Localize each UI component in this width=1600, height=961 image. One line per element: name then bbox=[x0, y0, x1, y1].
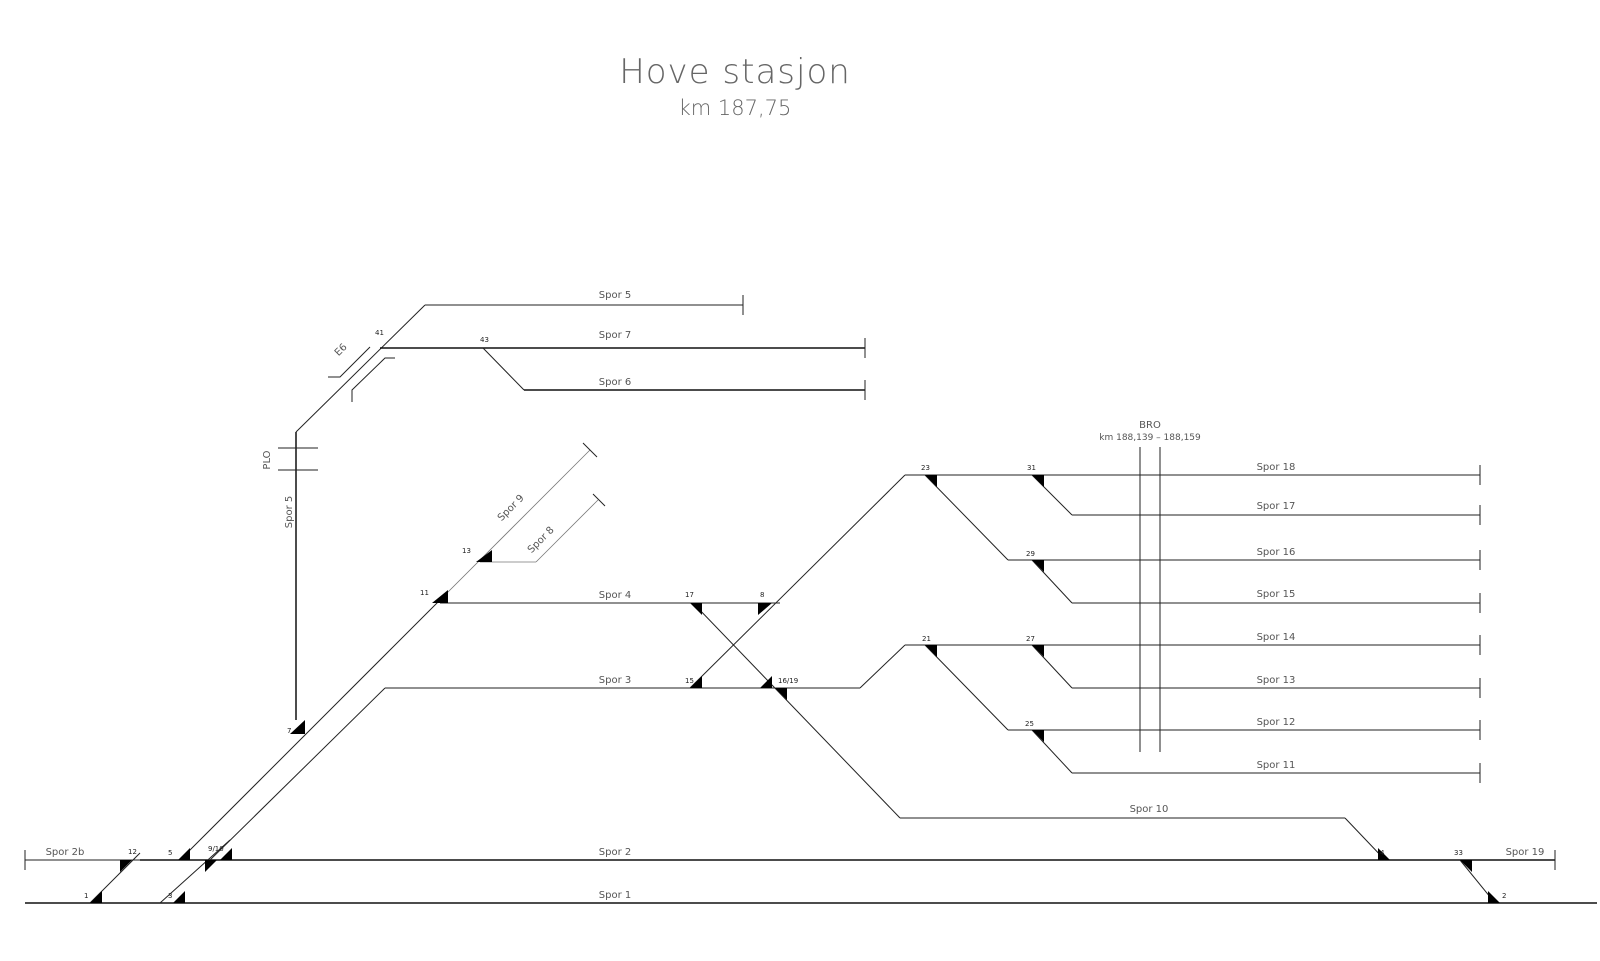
track-branch bbox=[924, 644, 1009, 731]
track-branch bbox=[1031, 474, 1073, 516]
buffer-stop bbox=[592, 493, 606, 507]
switch-number: 27 bbox=[1026, 635, 1035, 643]
label-spor-13: Spor 13 bbox=[1257, 675, 1296, 686]
label-spor-3: Spor 3 bbox=[599, 675, 631, 686]
switch-number: 3 bbox=[168, 892, 172, 900]
switch-number: 21 bbox=[922, 635, 931, 643]
label-bro: BRO bbox=[1139, 420, 1161, 431]
diagram-title: Hove stasjon bbox=[619, 52, 851, 92]
diagram-subtitle: km 187,75 bbox=[678, 96, 792, 120]
switch-number: 5 bbox=[168, 849, 172, 857]
label-spor-8: Spor 8 bbox=[526, 525, 557, 556]
switch-number: 7 bbox=[287, 727, 291, 735]
switch-number: 11 bbox=[420, 589, 429, 597]
track-branch bbox=[924, 474, 1009, 561]
switch-number: 4 bbox=[1380, 849, 1385, 857]
switch-number: 43 bbox=[480, 336, 489, 344]
label-spor-5-vertical: Spor 5 bbox=[284, 496, 295, 528]
label-spor-15: Spor 15 bbox=[1257, 589, 1296, 600]
track-spor-8 bbox=[535, 499, 599, 563]
label-spor-2b: Spor 2b bbox=[46, 847, 85, 858]
label-spor-1: Spor 1 bbox=[599, 890, 631, 901]
switch-markers bbox=[90, 475, 1500, 903]
track-diagonal-spor-4 bbox=[179, 599, 441, 861]
label-spor-10: Spor 10 bbox=[1130, 804, 1169, 815]
track-spor-5-diagonal bbox=[295, 304, 426, 433]
track-diagonal-up bbox=[689, 474, 906, 689]
switch-number: 16/19 bbox=[778, 677, 798, 685]
label-spor-5-top: Spor 5 bbox=[599, 290, 631, 301]
switch-number: 41 bbox=[375, 329, 384, 337]
switch-number: 13 bbox=[462, 547, 471, 555]
switch-number: 9/10 bbox=[208, 845, 224, 853]
label-spor-7: Spor 7 bbox=[599, 330, 631, 341]
label-spor-9: Spor 9 bbox=[496, 493, 527, 524]
label-spor-11: Spor 11 bbox=[1257, 760, 1296, 771]
label-spor-2: Spor 2 bbox=[599, 847, 631, 858]
track-branch bbox=[859, 644, 906, 689]
switch-number: 12 bbox=[128, 848, 137, 856]
e6-bridge bbox=[351, 357, 395, 402]
track-branch bbox=[1031, 729, 1073, 774]
switch-number: 29 bbox=[1026, 550, 1035, 558]
label-e6: E6 bbox=[333, 342, 350, 359]
label-spor-12: Spor 12 bbox=[1257, 717, 1296, 728]
track-spor-6-branch bbox=[482, 347, 525, 391]
label-spor-17: Spor 17 bbox=[1257, 501, 1296, 512]
label-spor-19: Spor 19 bbox=[1506, 847, 1545, 858]
switch-number: 25 bbox=[1025, 720, 1034, 728]
label-spor-4: Spor 4 bbox=[599, 590, 631, 601]
switch-number: 31 bbox=[1027, 464, 1036, 472]
switch-number: 23 bbox=[921, 464, 930, 472]
label-spor-6: Spor 6 bbox=[599, 377, 631, 388]
switch-number: 1 bbox=[84, 892, 88, 900]
track-spor-9 bbox=[439, 449, 591, 601]
switch-number: 33 bbox=[1454, 849, 1463, 857]
label-spor-18: Spor 18 bbox=[1257, 462, 1296, 473]
switch-number: 2 bbox=[1502, 892, 1506, 900]
label-spor-14: Spor 14 bbox=[1257, 632, 1296, 643]
track-diagonal-spor-3 bbox=[209, 687, 386, 861]
label-bro-km: km 188,139 – 188,159 bbox=[1099, 433, 1201, 443]
track-to-spor-10 bbox=[694, 604, 901, 819]
track-branch bbox=[1031, 644, 1073, 689]
switch-number: 17 bbox=[685, 591, 694, 599]
e6-bridge bbox=[328, 346, 371, 378]
crossover-3 bbox=[159, 839, 231, 904]
label-spor-16: Spor 16 bbox=[1257, 547, 1296, 558]
label-plo: PLO bbox=[262, 450, 273, 469]
switch-number: 8 bbox=[760, 591, 764, 599]
track-branch bbox=[1031, 559, 1073, 604]
switch-number: 15 bbox=[685, 677, 694, 685]
buffer-stop bbox=[582, 442, 598, 458]
